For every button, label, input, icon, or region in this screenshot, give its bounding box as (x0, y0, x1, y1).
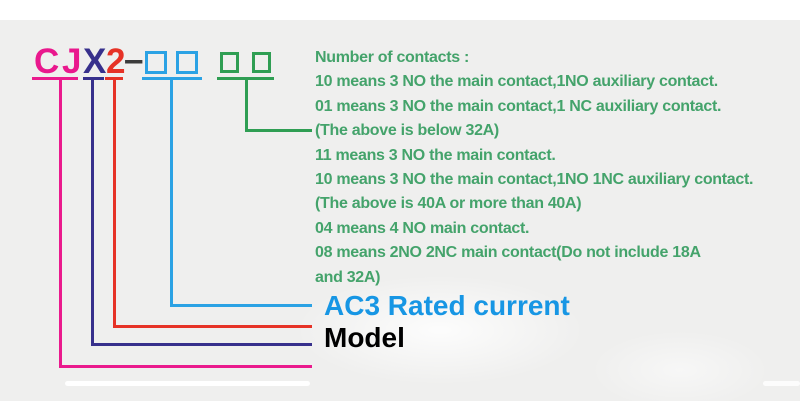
connector-x-stem (91, 77, 94, 346)
connector-x-elbow (91, 343, 312, 346)
contacts-box-1 (220, 52, 239, 73)
ac3-label: AC3 Rated current (324, 290, 570, 321)
current-box-2 (176, 51, 198, 74)
contacts-note-line: 10 means 3 NO the main contact,1NO auxil… (315, 73, 718, 91)
contacts-note-line: 08 means 2NO 2NC main contact(Do not inc… (315, 244, 701, 262)
model-letter-j: J (62, 42, 82, 81)
connector-current-elbow (170, 304, 312, 307)
contacts-note-line: 11 means 3 NO the main contact. (315, 146, 556, 164)
connector-contacts-stem (245, 77, 248, 132)
contacts-note-line: 10 means 3 NO the main contact,1NO 1NC a… (315, 171, 754, 189)
contacts-box-2 (252, 52, 271, 73)
model-letter-2: 2 (106, 42, 126, 81)
connector-2-elbow (113, 325, 312, 328)
contacts-note-line: (The above is 40A or more than 40A) (315, 195, 582, 213)
model-separator: – (124, 40, 144, 79)
model-label: Model (324, 322, 405, 353)
contacts-note-line: 04 means 4 NO main contact. (315, 219, 530, 237)
connector-cj-stem (59, 77, 62, 368)
watermark-streak (65, 381, 310, 386)
connector-current-stem (170, 77, 173, 307)
model-letter-x: X (83, 42, 107, 81)
connector-contacts-elbow (245, 129, 312, 132)
contacts-note-line: and 32A) (315, 268, 381, 286)
contacts-note: Number of contacts : 10 means 3 NO the m… (315, 46, 753, 290)
contacts-note-line: (The above is below 32A) (315, 122, 499, 140)
underline-model-cj (32, 77, 78, 80)
contacts-note-line: 01 means 3 NO the main contact,1 NC auxi… (315, 97, 722, 115)
current-box-1 (145, 51, 167, 74)
model-letter-c: C (34, 42, 60, 81)
contacts-note-heading: Number of contacts : (315, 49, 470, 66)
connector-cj-elbow (59, 365, 312, 368)
connector-2-stem (113, 77, 116, 328)
watermark-streak (763, 381, 800, 386)
